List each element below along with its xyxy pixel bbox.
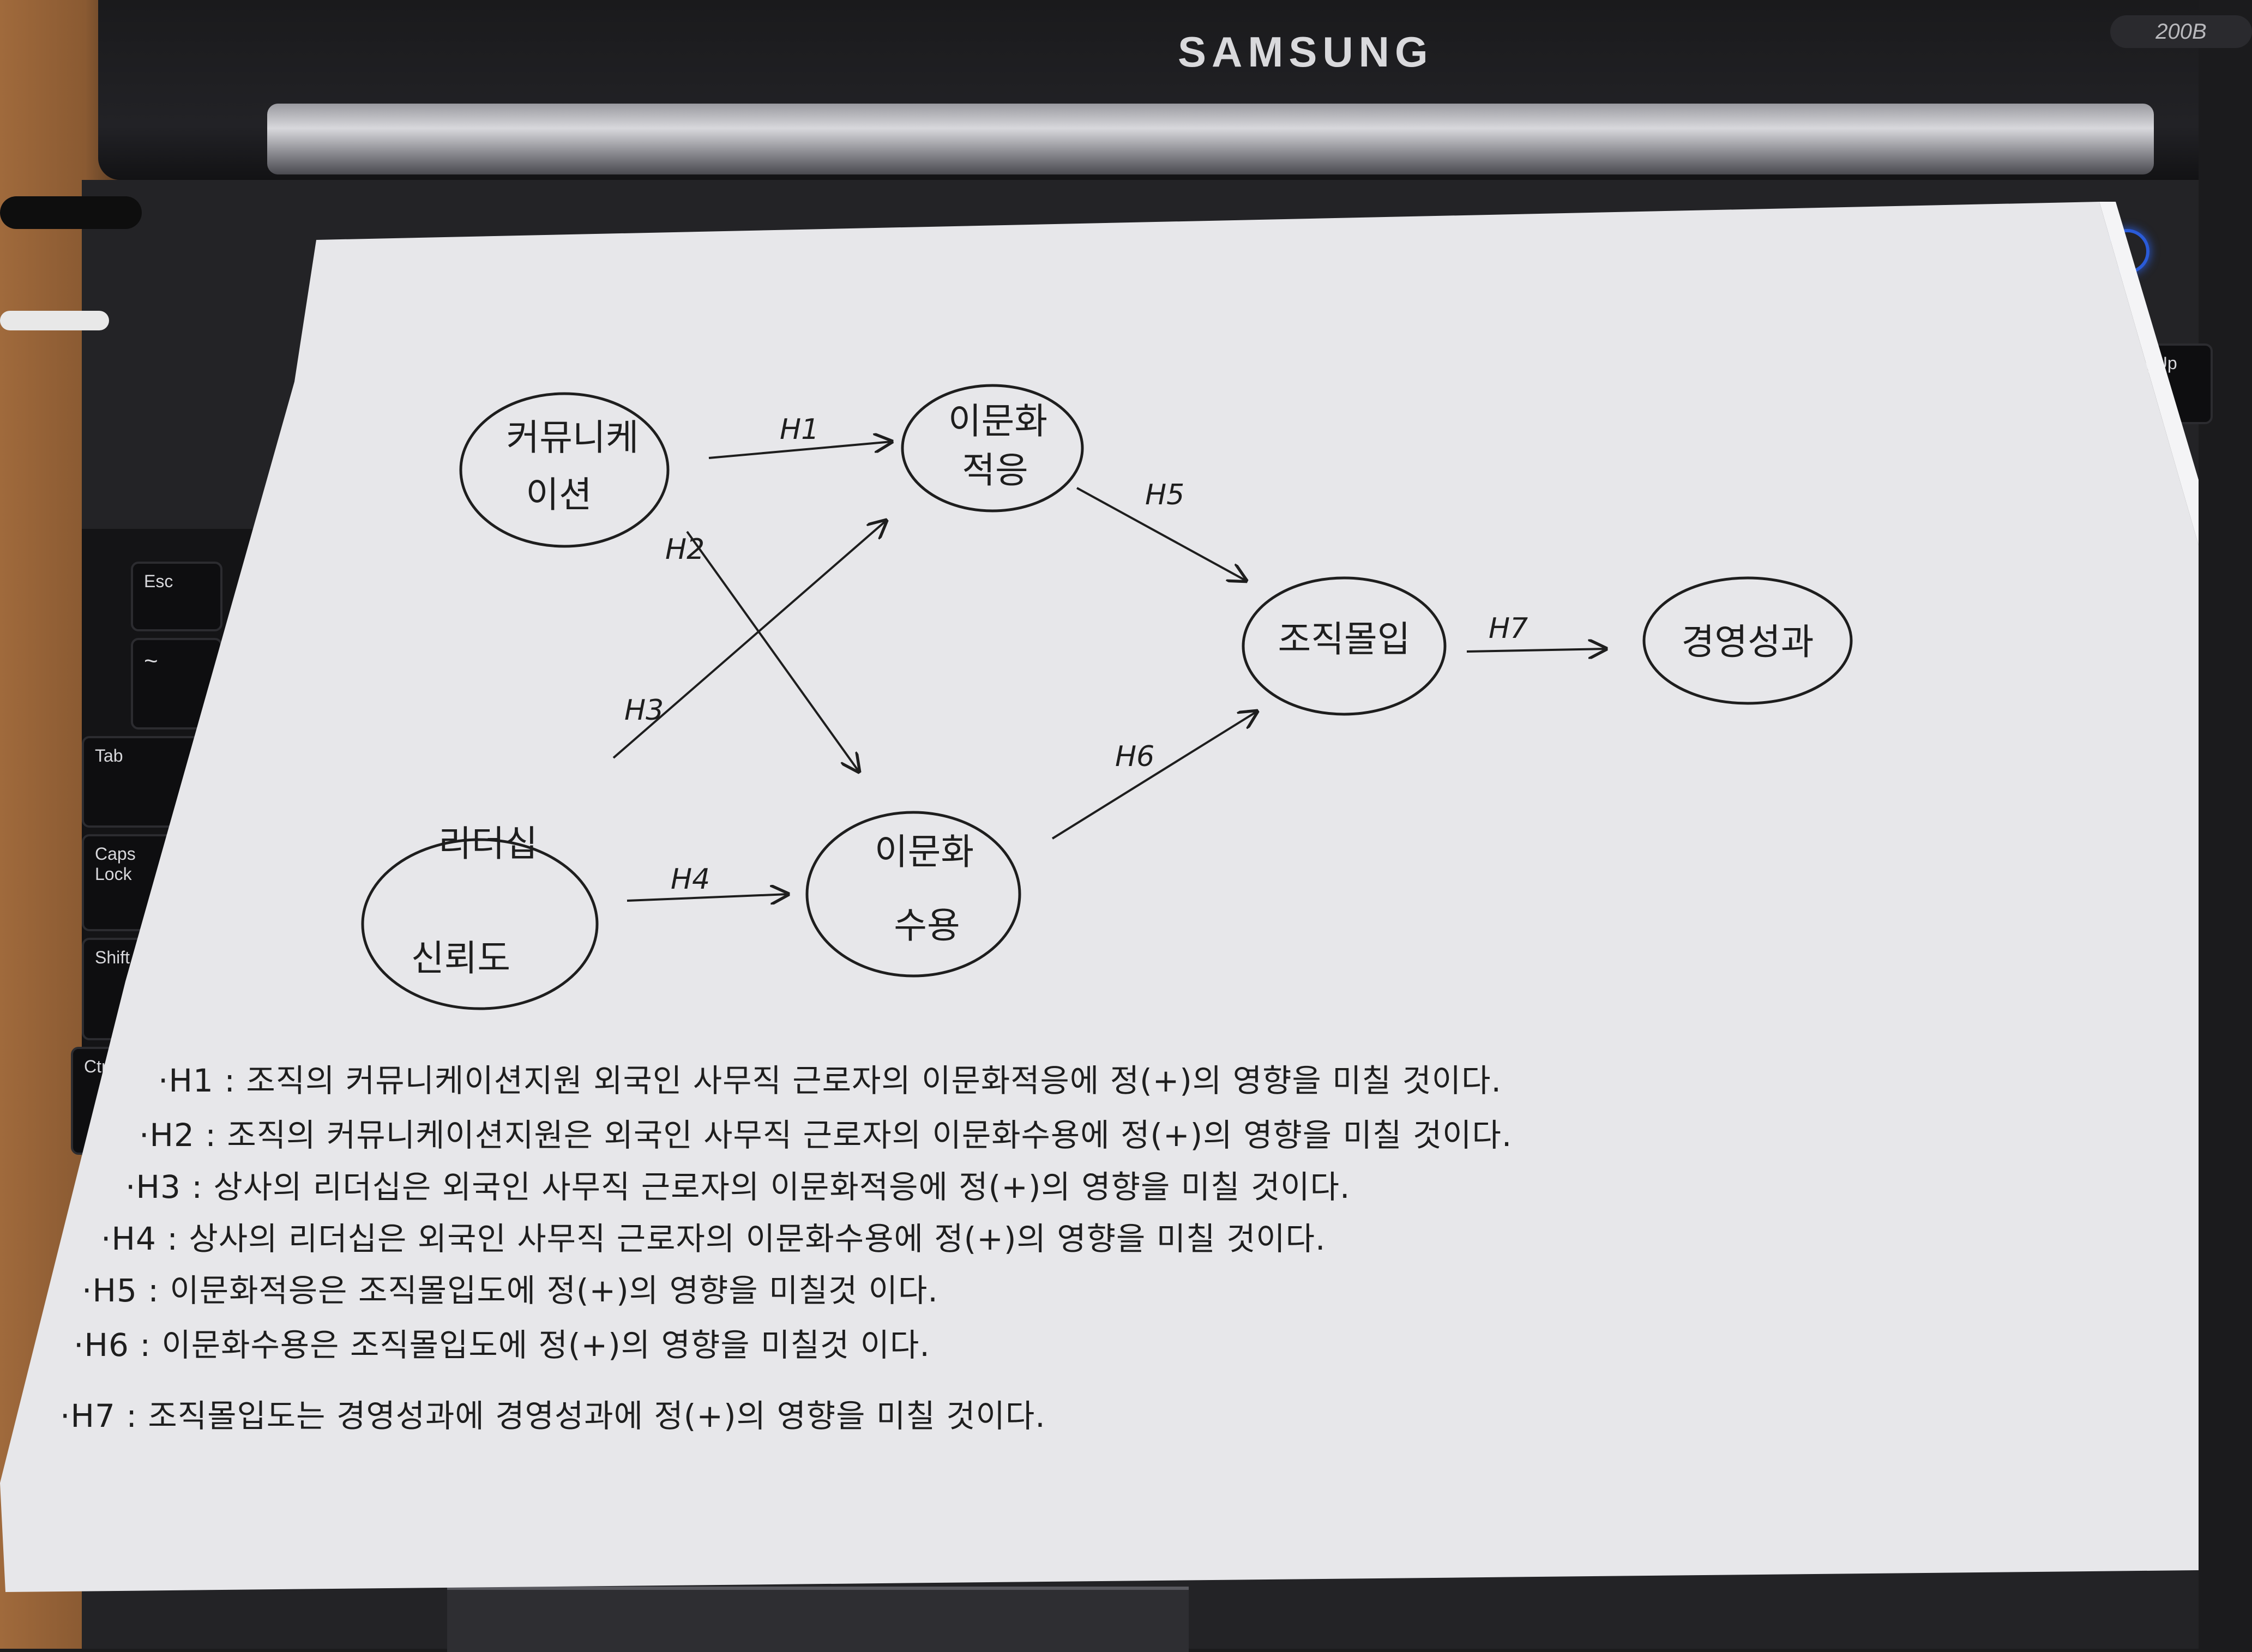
pgup-key[interactable]: gUp xyxy=(2132,343,2213,424)
network-cable xyxy=(0,311,109,330)
keyboard-left-edge: Esc ~ Tab Caps Lock Shift Ctrl xyxy=(71,529,316,1183)
ctrl-key[interactable]: Ctrl xyxy=(71,1047,212,1155)
trackpad-edge xyxy=(447,1587,1189,1652)
esc-key[interactable]: Esc xyxy=(131,562,222,631)
brand-logo: SAMSUNG xyxy=(1178,28,1434,76)
tilde-key[interactable]: ~ xyxy=(131,638,222,729)
shift-key[interactable]: Shift xyxy=(82,938,239,1040)
caps-lock-key[interactable]: Caps Lock xyxy=(82,834,233,931)
model-badge: 200B xyxy=(2110,15,2252,48)
power-button-icon[interactable] xyxy=(2105,229,2149,274)
laptop-hinge xyxy=(267,104,2154,174)
power-cable xyxy=(0,196,142,229)
tab-key[interactable]: Tab xyxy=(82,736,222,828)
laptop-base: Esc ~ Tab Caps Lock Shift Ctrl gUp xyxy=(71,180,2213,1649)
